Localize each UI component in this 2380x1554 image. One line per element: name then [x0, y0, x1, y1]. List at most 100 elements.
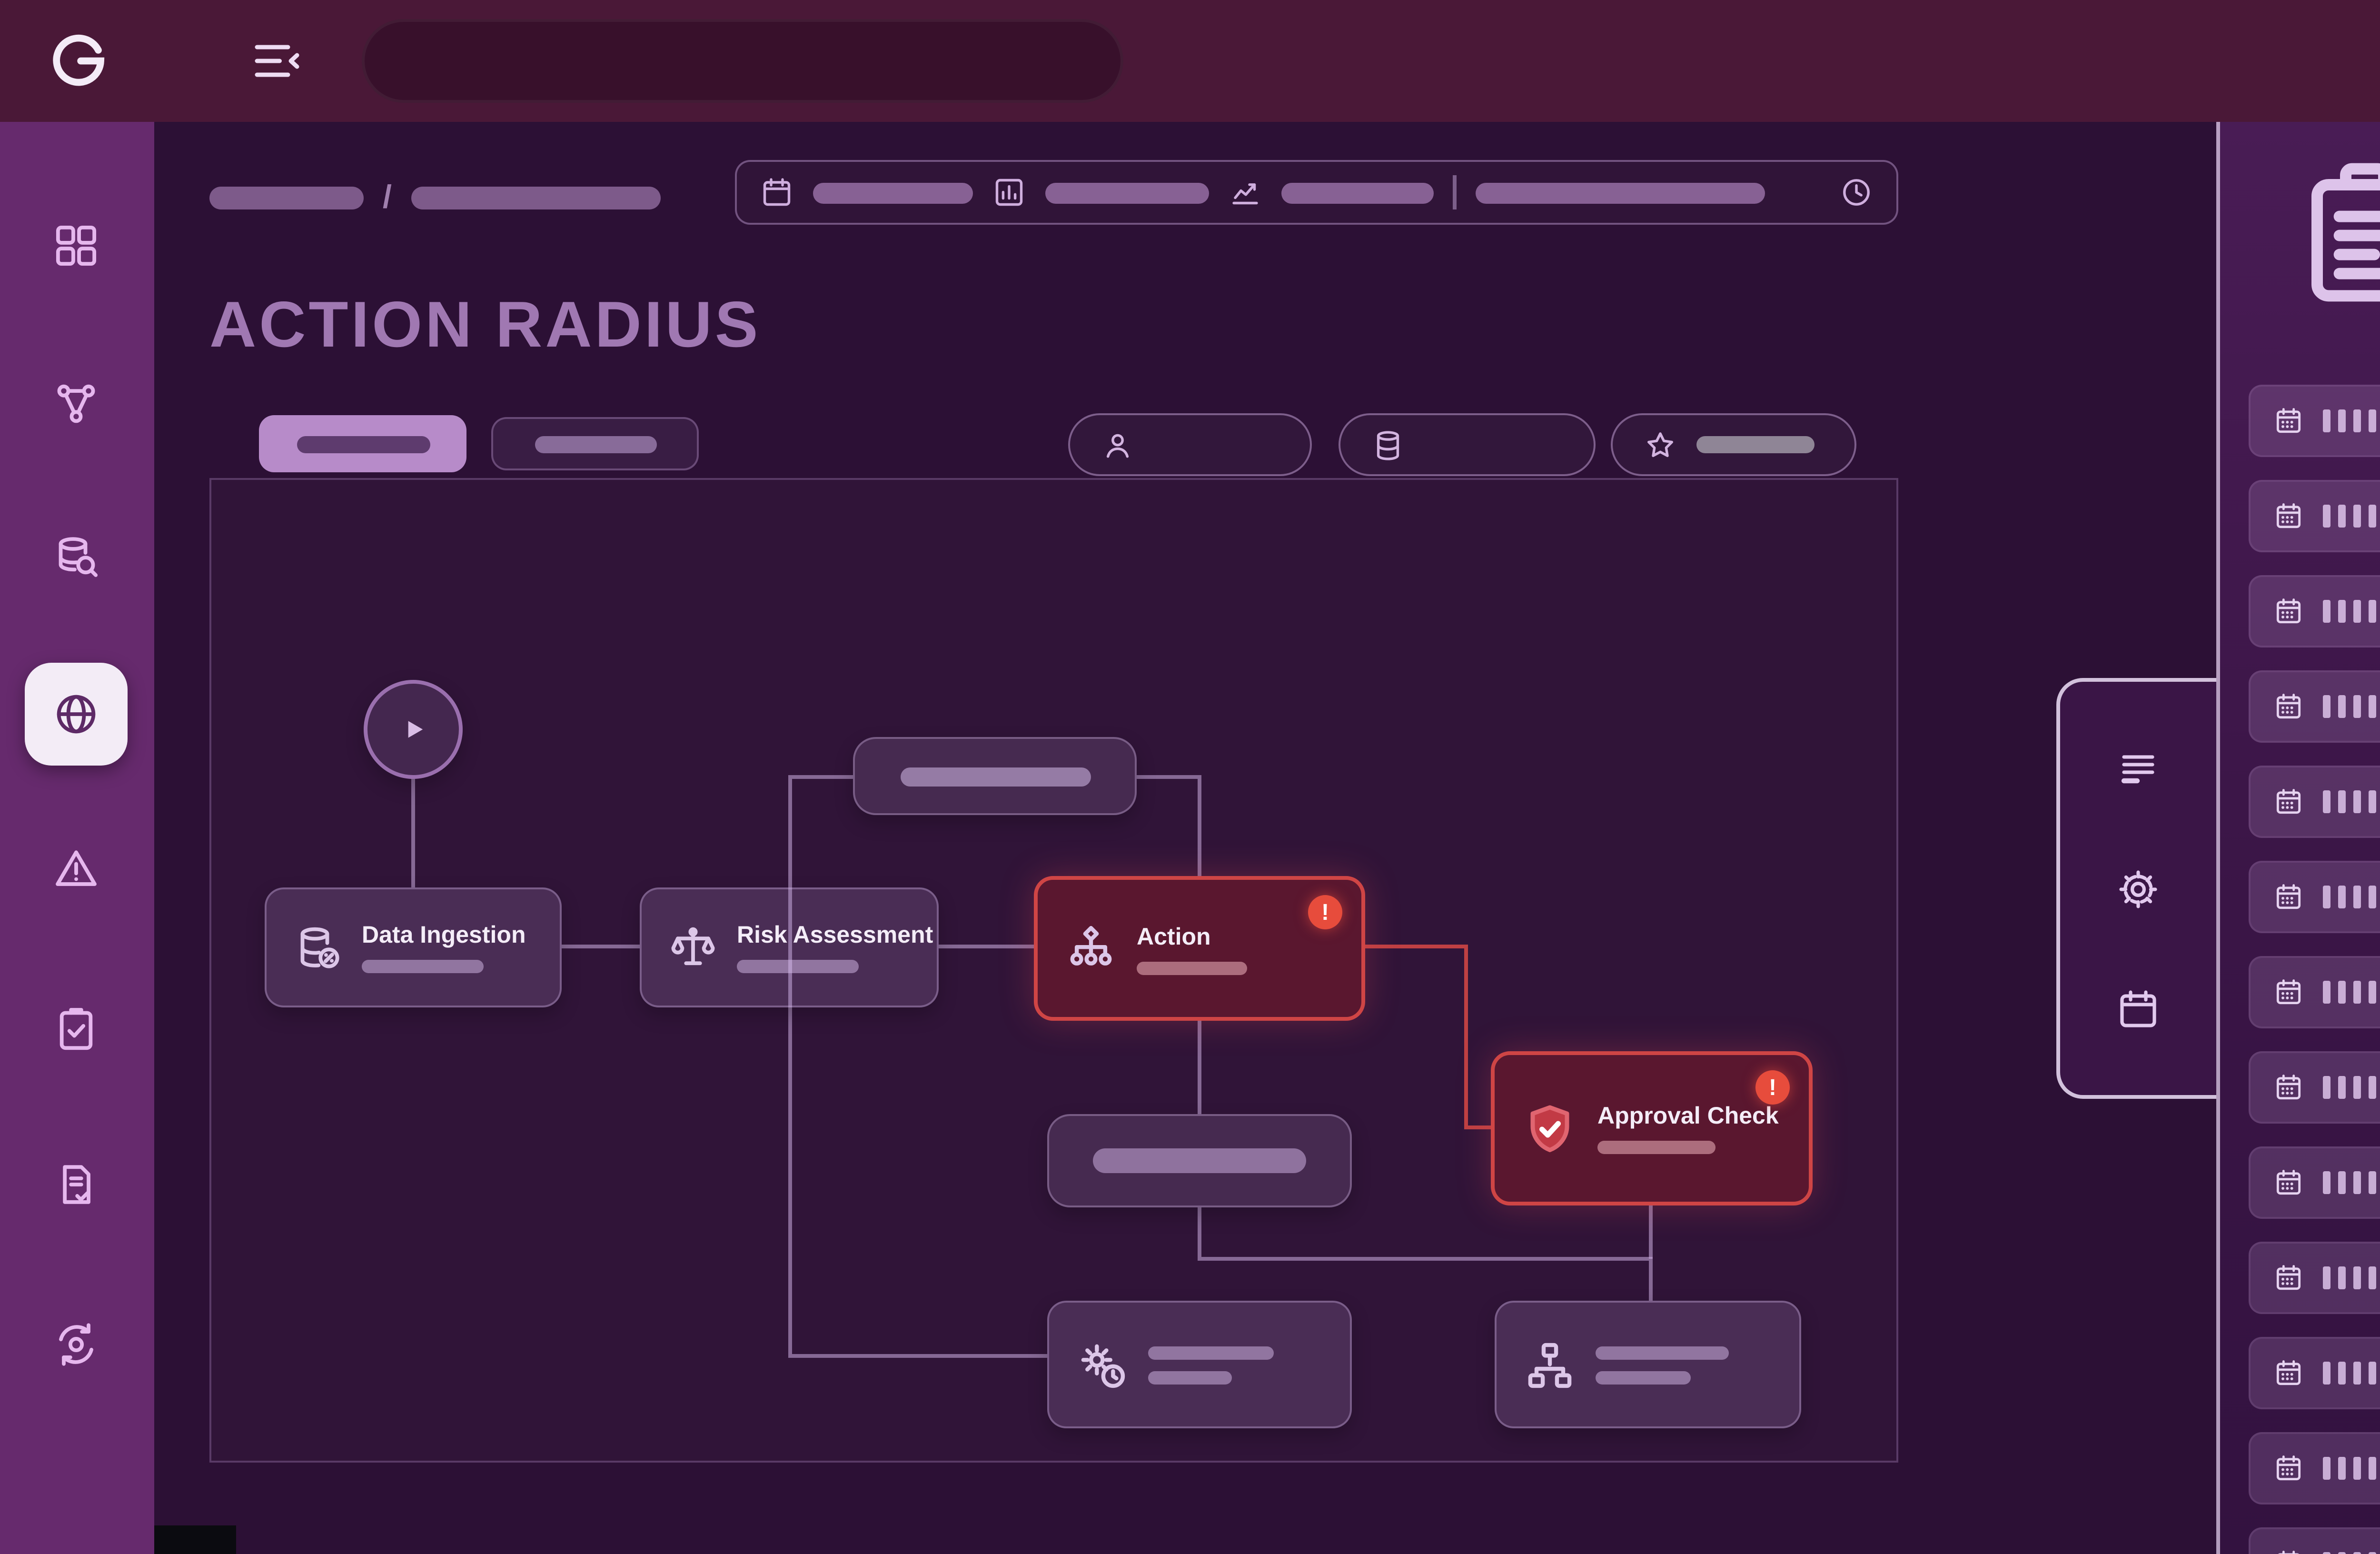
clock-icon[interactable] [1839, 175, 1874, 209]
gear-sync-icon [51, 1320, 101, 1369]
sidebar-item-alerts[interactable] [25, 817, 128, 920]
filter-favorites-button[interactable] [1611, 413, 1856, 476]
filter-data-button[interactable] [1339, 413, 1596, 476]
log-row[interactable] [2249, 1527, 2380, 1554]
breadcrumb-segment[interactable] [209, 187, 364, 209]
menu-icon[interactable] [248, 32, 305, 90]
database-icon [1371, 428, 1405, 462]
sidebar-item-automations[interactable] [25, 1293, 128, 1396]
flow-node-placeholder-top[interactable] [853, 737, 1137, 815]
list-icon[interactable] [2115, 746, 2161, 791]
breadcrumb[interactable]: / [209, 179, 660, 217]
calendar-icon [2273, 1548, 2304, 1554]
toolbar-value [1281, 182, 1434, 203]
flow-connectors [411, 775, 1653, 1358]
sidebar-nav [0, 122, 154, 1554]
panel-tool-tab [2056, 678, 2216, 1099]
hierarchy-icon [1064, 922, 1118, 975]
globe-icon [51, 689, 101, 739]
play-icon [392, 708, 434, 750]
flow-icon [51, 379, 101, 428]
log-row[interactable] [2249, 1051, 2380, 1124]
node-label: Action [1137, 923, 1211, 949]
gear-icon[interactable] [2115, 866, 2161, 911]
sidebar-item-dashboard[interactable] [25, 194, 128, 297]
tab-active[interactable] [259, 415, 466, 472]
database-percent-icon [293, 923, 343, 972]
play-button[interactable] [364, 680, 463, 779]
activity-ticks [2323, 1552, 2380, 1554]
page-title: ACTION RADIUS [209, 289, 761, 362]
log-row[interactable] [2249, 385, 2380, 457]
log-row[interactable] [2249, 480, 2380, 552]
log-list [2249, 385, 2380, 1554]
logs-panel: logs [2216, 122, 2380, 1554]
calendar-icon [2273, 501, 2304, 531]
flow-node-risk-assessment[interactable]: Risk Assessment [640, 887, 939, 1007]
activity-ticks [2323, 790, 2380, 813]
flow-node-approval-check[interactable]: Approval Check ! [1491, 1051, 1813, 1205]
flow-node-placeholder-middle[interactable] [1047, 1114, 1352, 1207]
panel-divider [2216, 122, 2220, 1554]
log-row[interactable] [2249, 575, 2380, 648]
sidebar-item-data-explorer[interactable] [25, 507, 128, 609]
calendar-icon [2273, 882, 2304, 912]
calendar-icon [760, 175, 794, 209]
activity-ticks [2323, 695, 2380, 718]
node-placeholder-bar [1093, 1148, 1306, 1173]
log-row[interactable] [2249, 1242, 2380, 1314]
sidebar-item-approvals[interactable] [25, 977, 128, 1080]
flow-node-process[interactable] [1047, 1301, 1352, 1428]
log-row[interactable] [2249, 1337, 2380, 1409]
calendar-icon [2273, 596, 2304, 627]
search-input[interactable] [362, 19, 1123, 103]
sidebar-item-flows[interactable] [25, 352, 128, 455]
calendar-icon [2273, 406, 2304, 436]
shield-check-icon [1521, 1100, 1578, 1157]
calendar-icon [2273, 1358, 2304, 1388]
doc-check-icon [51, 1160, 101, 1209]
db-search-icon [51, 533, 101, 583]
activity-ticks [2323, 1076, 2380, 1099]
gear-clock-icon [1076, 1338, 1129, 1391]
node-placeholder-bar [900, 767, 1090, 786]
flow-node-data-ingestion[interactable]: Data Ingestion [265, 887, 562, 1007]
log-row[interactable] [2249, 670, 2380, 743]
line-chart-icon [1228, 175, 1262, 209]
scales-icon [668, 923, 718, 972]
node-label: Data Ingestion [362, 922, 526, 948]
flow-node-branch[interactable] [1495, 1301, 1801, 1428]
log-row[interactable] [2249, 956, 2380, 1028]
app-logo [46, 29, 110, 93]
filter-people-button[interactable] [1068, 413, 1312, 476]
activity-ticks [2323, 409, 2380, 432]
sidebar-item-action-radius[interactable] [25, 663, 128, 766]
log-row[interactable] [2249, 1146, 2380, 1219]
calendar-icon [2273, 1263, 2304, 1293]
flow-canvas[interactable]: Data Ingestion Risk Assessment Action ! [209, 478, 1898, 1463]
sidebar-item-reports[interactable] [25, 1133, 128, 1236]
calendar-icon [2273, 977, 2304, 1007]
calendar-icon [2273, 1453, 2304, 1484]
breadcrumb-segment[interactable] [410, 187, 660, 209]
calendar-icon [2273, 787, 2304, 817]
person-icon [1101, 428, 1135, 462]
log-row[interactable] [2249, 766, 2380, 838]
bar-chart-icon [992, 175, 1026, 209]
activity-ticks [2323, 981, 2380, 1004]
main-content: / ACTION RADIUS [154, 122, 2216, 1554]
breadcrumb-separator: / [383, 179, 392, 215]
filter-value [1696, 436, 1815, 453]
topbar [0, 0, 2380, 122]
filter-toolbar[interactable] [735, 160, 1898, 225]
flow-node-action[interactable]: Action ! [1034, 876, 1365, 1021]
corner-block [154, 1525, 236, 1554]
calendar-icon[interactable] [2115, 986, 2161, 1031]
log-row[interactable] [2249, 1432, 2380, 1504]
log-row[interactable] [2249, 861, 2380, 933]
toolbar-value [813, 182, 973, 203]
clipboard-icon [2289, 156, 2380, 309]
alert-badge: ! [1755, 1070, 1790, 1105]
tab-inactive[interactable] [491, 417, 699, 470]
